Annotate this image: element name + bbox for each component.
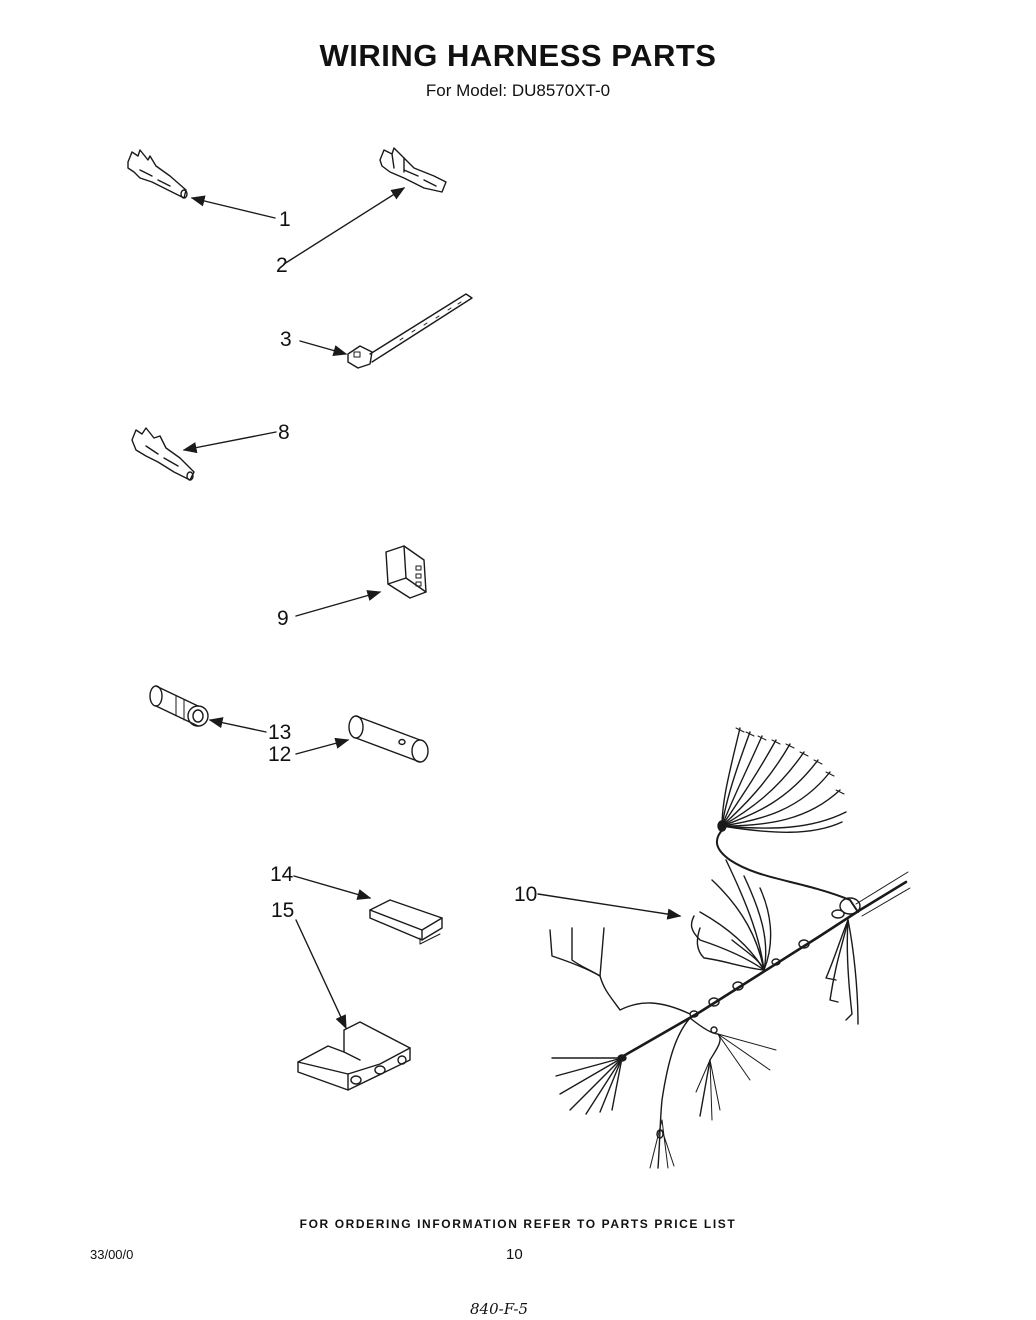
leader-line-12 [295,737,350,755]
leader-line-3 [299,340,348,356]
sleeve-part-13 [149,685,209,727]
terminal-part-8 [131,427,195,481]
leader-line-8 [182,431,277,454]
leader-line-1 [190,195,276,219]
leader-line-2 [283,187,406,265]
leader-line-9 [295,590,382,617]
connector-block-part-9 [385,545,427,599]
callout-13: 13 [268,721,292,744]
callout-2: 2 [276,254,288,277]
callout-14: 14 [270,863,294,886]
callout-10: 10 [514,883,538,906]
terminal-part-1 [127,149,188,199]
callout-1: 1 [279,208,291,231]
bracket-part-15 [297,1021,411,1091]
ordering-note: FOR ORDERING INFORMATION REFER TO PARTS … [299,1217,737,1231]
leader-line-15 [295,919,347,1030]
callout-12: 12 [268,743,292,766]
clip-part-14 [369,899,443,945]
wiring-harness-part-10 [549,727,911,1169]
callout-3: 3 [280,328,292,351]
callout-9: 9 [277,607,289,630]
page-number: 10 [506,1246,523,1263]
callout-15: 15 [271,899,295,922]
cable-tie-part-3 [347,293,473,369]
leader-line-10 [537,893,682,920]
leader-line-13 [208,717,267,733]
callout-8: 8 [278,421,290,444]
model-subtitle: For Model: DU8570XT-0 [425,81,611,100]
page-title: WIRING HARNESS PARTS [319,38,717,73]
leader-line-14 [293,875,372,900]
sleeve-part-12 [348,715,429,763]
document-code: 33/00/0 [90,1247,134,1262]
terminal-part-2 [379,147,447,193]
handwritten-note: 840-F-5 [470,1300,529,1318]
